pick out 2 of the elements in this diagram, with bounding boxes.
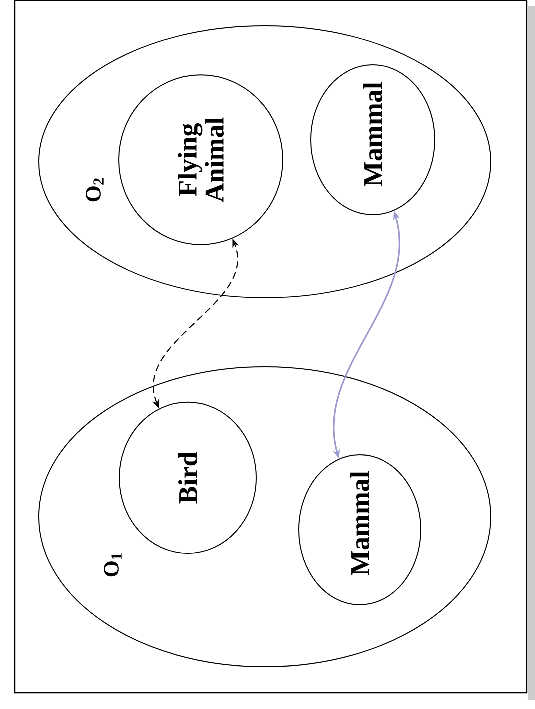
- set-label: O$_{1}$: [104, 554, 122, 577]
- set-label: O$_{2}$: [86, 178, 104, 202]
